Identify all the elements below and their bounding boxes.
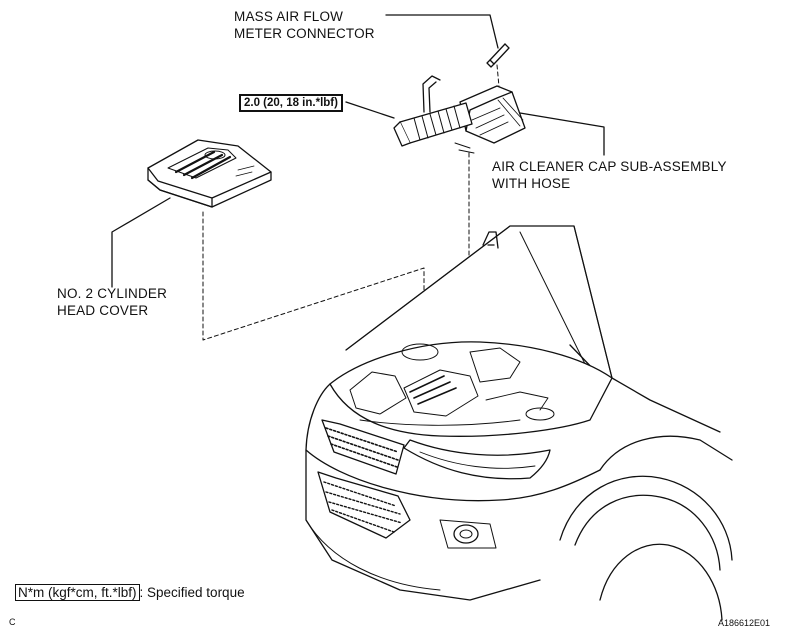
leader-line-air-cleaner xyxy=(513,111,605,156)
cylinder-head-cover-part xyxy=(147,139,272,208)
torque-spec-box: 2.0 (20, 18 in.*lbf) xyxy=(239,94,343,112)
label-air-cleaner-line2: WITH HOSE xyxy=(492,176,571,191)
label-maf-line1: MASS AIR FLOW xyxy=(234,9,344,24)
figure-id: A186612E01 xyxy=(718,618,771,628)
label-cover-line2: HEAD COVER xyxy=(57,303,149,318)
maf-connector-part xyxy=(486,43,510,68)
leader-line-maf-connector xyxy=(385,14,499,49)
legend-description: : Specified torque xyxy=(139,585,245,600)
label-maf-line2: METER CONNECTOR xyxy=(234,26,375,41)
label-cylinder-cover: NO. 2 CYLINDER HEAD COVER xyxy=(57,285,167,319)
lower-grille xyxy=(317,471,411,539)
air-cleaner-cap-part xyxy=(393,75,526,154)
corner-code: C xyxy=(9,617,16,627)
legend-unit-box: N*m (kgf*cm, ft.*lbf) xyxy=(15,584,140,601)
label-air-cleaner: AIR CLEANER CAP SUB-ASSEMBLY WITH HOSE xyxy=(492,158,727,192)
label-maf-connector: MASS AIR FLOW METER CONNECTOR xyxy=(234,8,375,42)
vehicle-front-illustration xyxy=(305,225,733,621)
label-air-cleaner-line1: AIR CLEANER CAP SUB-ASSEMBLY xyxy=(492,159,727,174)
torque-legend: N*m (kgf*cm, ft.*lbf): Specified torque xyxy=(15,584,245,601)
label-cover-line1: NO. 2 CYLINDER xyxy=(57,286,168,301)
leader-line-torque xyxy=(345,101,395,119)
leader-line-cylinder-cover xyxy=(111,197,171,288)
